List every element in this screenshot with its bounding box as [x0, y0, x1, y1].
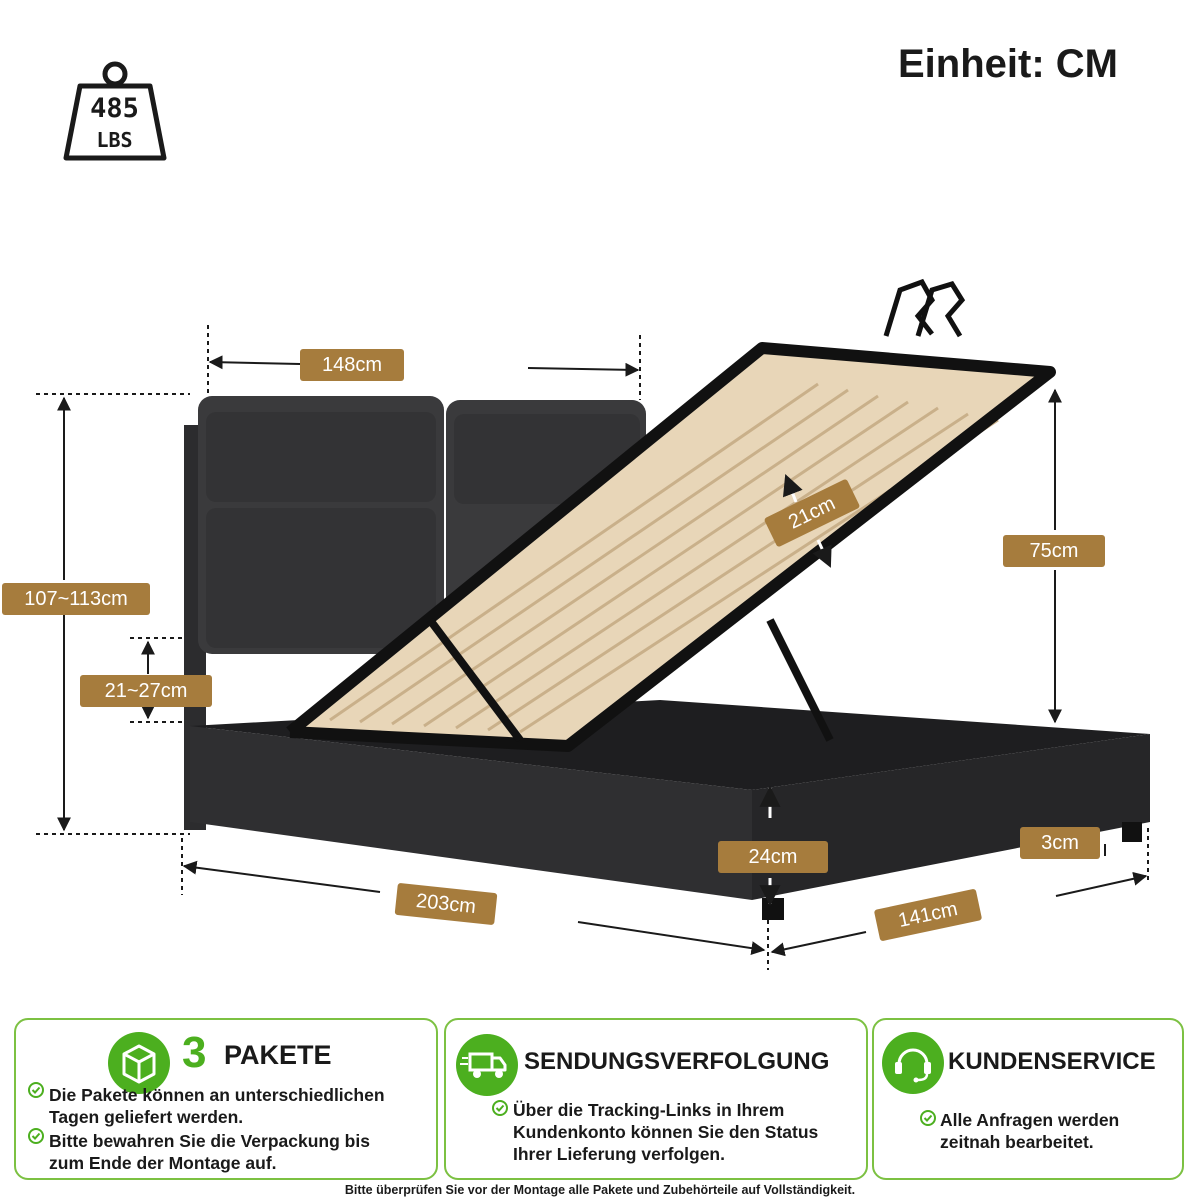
panel-tracking-title: SENDUNGSVERFOLGUNG — [524, 1048, 830, 1075]
bed-illustration — [36, 278, 1150, 970]
panel-tracking: SENDUNGSVERFOLGUNG Über die Tracking-Lin… — [444, 1018, 868, 1180]
dim-lift-height: 75cm — [1003, 535, 1105, 567]
dimension-lines — [36, 325, 1149, 970]
panel-tracking-item-1: Über die Tracking-Links in Ihrem Kundenk… — [513, 1100, 819, 1164]
panel-packages-item-2: Bitte bewahren Sie die Verpackung bis zu… — [49, 1131, 370, 1173]
package-icon — [108, 1032, 170, 1094]
check-icon — [492, 1100, 508, 1116]
headboard — [184, 396, 646, 830]
unit-title: Einheit: CM — [898, 42, 1118, 86]
panel-customer-service-item-1: Alle Anfragen werden zeitnah bearbeitet. — [940, 1110, 1120, 1152]
dim-headboard-gap: 21~27cm — [80, 675, 212, 707]
check-icon — [920, 1110, 936, 1126]
check-icon — [28, 1128, 44, 1144]
panel-customer-service-title: KUNDENSERVICE — [948, 1048, 1156, 1075]
weight-value: 485 — [90, 93, 139, 124]
weight-icon — [63, 61, 167, 161]
dim-headboard-width: 148cm — [300, 349, 404, 381]
panel-customer-service: KUNDENSERVICE Alle Anfragen werden zeitn… — [872, 1018, 1184, 1180]
panel-packages-item-1: Die Pakete können an unterschiedlichen T… — [49, 1085, 385, 1127]
headset-icon — [882, 1032, 944, 1094]
panel-packages: 3 PAKETE Die Pakete können an unterschie… — [14, 1018, 438, 1180]
weight-capacity-badge: 485 LBS — [62, 60, 172, 170]
panel-packages-title: PAKETE — [224, 1040, 332, 1070]
dim-frame-height: 24cm — [718, 841, 828, 873]
small-arrows — [759, 474, 832, 907]
lifted-slat-frame — [286, 278, 1056, 752]
dim-total-height: 107~113cm — [2, 583, 150, 615]
footer-note: Bitte überprüfen Sie vor der Montage all… — [344, 1183, 856, 1197]
weight-unit: LBS — [96, 128, 133, 152]
dim-leg-height: 3cm — [1020, 827, 1100, 859]
panel-packages-number: 3 — [182, 1028, 207, 1077]
truck-icon — [456, 1034, 518, 1096]
check-icon — [28, 1082, 44, 1098]
